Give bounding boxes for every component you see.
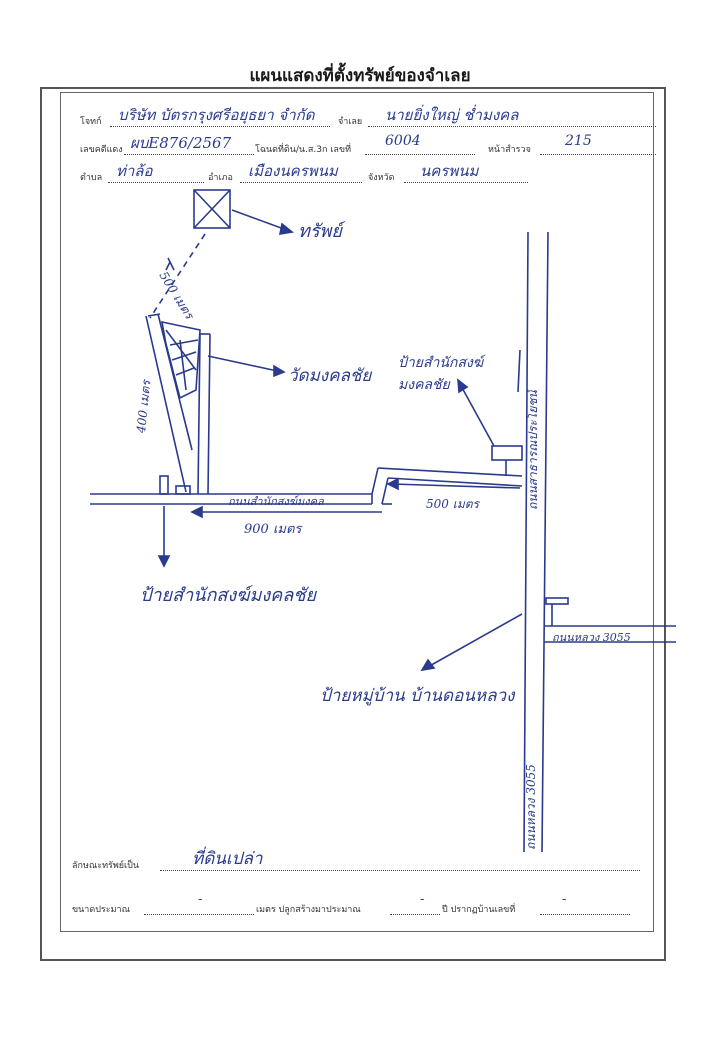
district-value: เมืองนครพนม [248,162,338,180]
dist-500-road: 500 เมตร [426,497,479,511]
property-type-label: ลักษณะทรัพย์เป็น [72,861,139,871]
village-sign: ป้ายหมู่บ้าน บ้านดอนหลวง [320,686,515,706]
highway-left-edge [523,231,529,853]
highway-3055-right: ถนนหลวง 3055 [552,631,631,644]
subdistrict-label: ตำบล [80,173,103,183]
dist-900: 900 เมตร [244,522,302,537]
page-title: แผนแสดงที่ตั้งทรัพย์ของจำเลย [249,66,471,86]
property-plot [193,189,231,229]
province-label: จังหวัด [368,173,395,183]
subdistrict-value: ท่าล้อ [116,162,153,180]
house-no-label: ปี ปรากฏบ้านเลขที่ [442,905,516,915]
highway-label-top: ถนนสาธารณประโยชน์ [526,390,540,510]
defendant-value: นายยิ่งใหญ่ ช่ำมงคล [385,106,519,124]
plaintiff-label: โจทก์ [80,117,102,127]
defendant-label: จำเลย [338,117,363,127]
temple-block [160,320,201,400]
meters-built-label: เมตร ปลูกสร้างมาประมาณ [256,905,361,915]
land-doc-label: โฉนดที่ดิน/น.ส.3ก เลขที่ [255,145,352,155]
size-label: ขนาดประมาณ [72,905,130,915]
dashed-path [149,233,206,319]
temple-label: วัดมงคลชัย [288,366,372,386]
highway-right-edge [541,231,549,853]
deed-label: เลขคดีแดง [80,145,123,155]
outer-frame [40,87,666,961]
road-label-horizontal: ถนนสำนักสงฆ์มงคล [228,495,324,508]
property-label: ทรัพย์ [298,221,342,242]
inner-frame [60,92,654,932]
district-label: อำเภอ [208,173,233,183]
property-type-value: ที่ดินเปล่า [192,849,263,869]
office-sign-left: ป้ายสำนักสงฆ์มงคลชัย [140,585,317,606]
size-value: - [198,892,203,907]
built-value: - [420,892,425,907]
province-value: นครพนม [420,162,479,180]
page-label: หน้าสำรวจ [488,145,531,155]
land-doc-value: 6004 [385,133,421,149]
plaintiff-value: บริษัท บัตรกรุงศรีอยุธยา จำกัด [118,106,315,124]
highway-label-bottom: ถนนหลวง 3055 [524,764,538,850]
house-no-value: - [562,892,567,907]
deed-value: ผบE876/2567 [130,134,232,152]
office-sign-right: ป้ายสำนักสงฆ์ มงคลชัย [398,355,484,393]
page-value: 215 [565,133,592,149]
